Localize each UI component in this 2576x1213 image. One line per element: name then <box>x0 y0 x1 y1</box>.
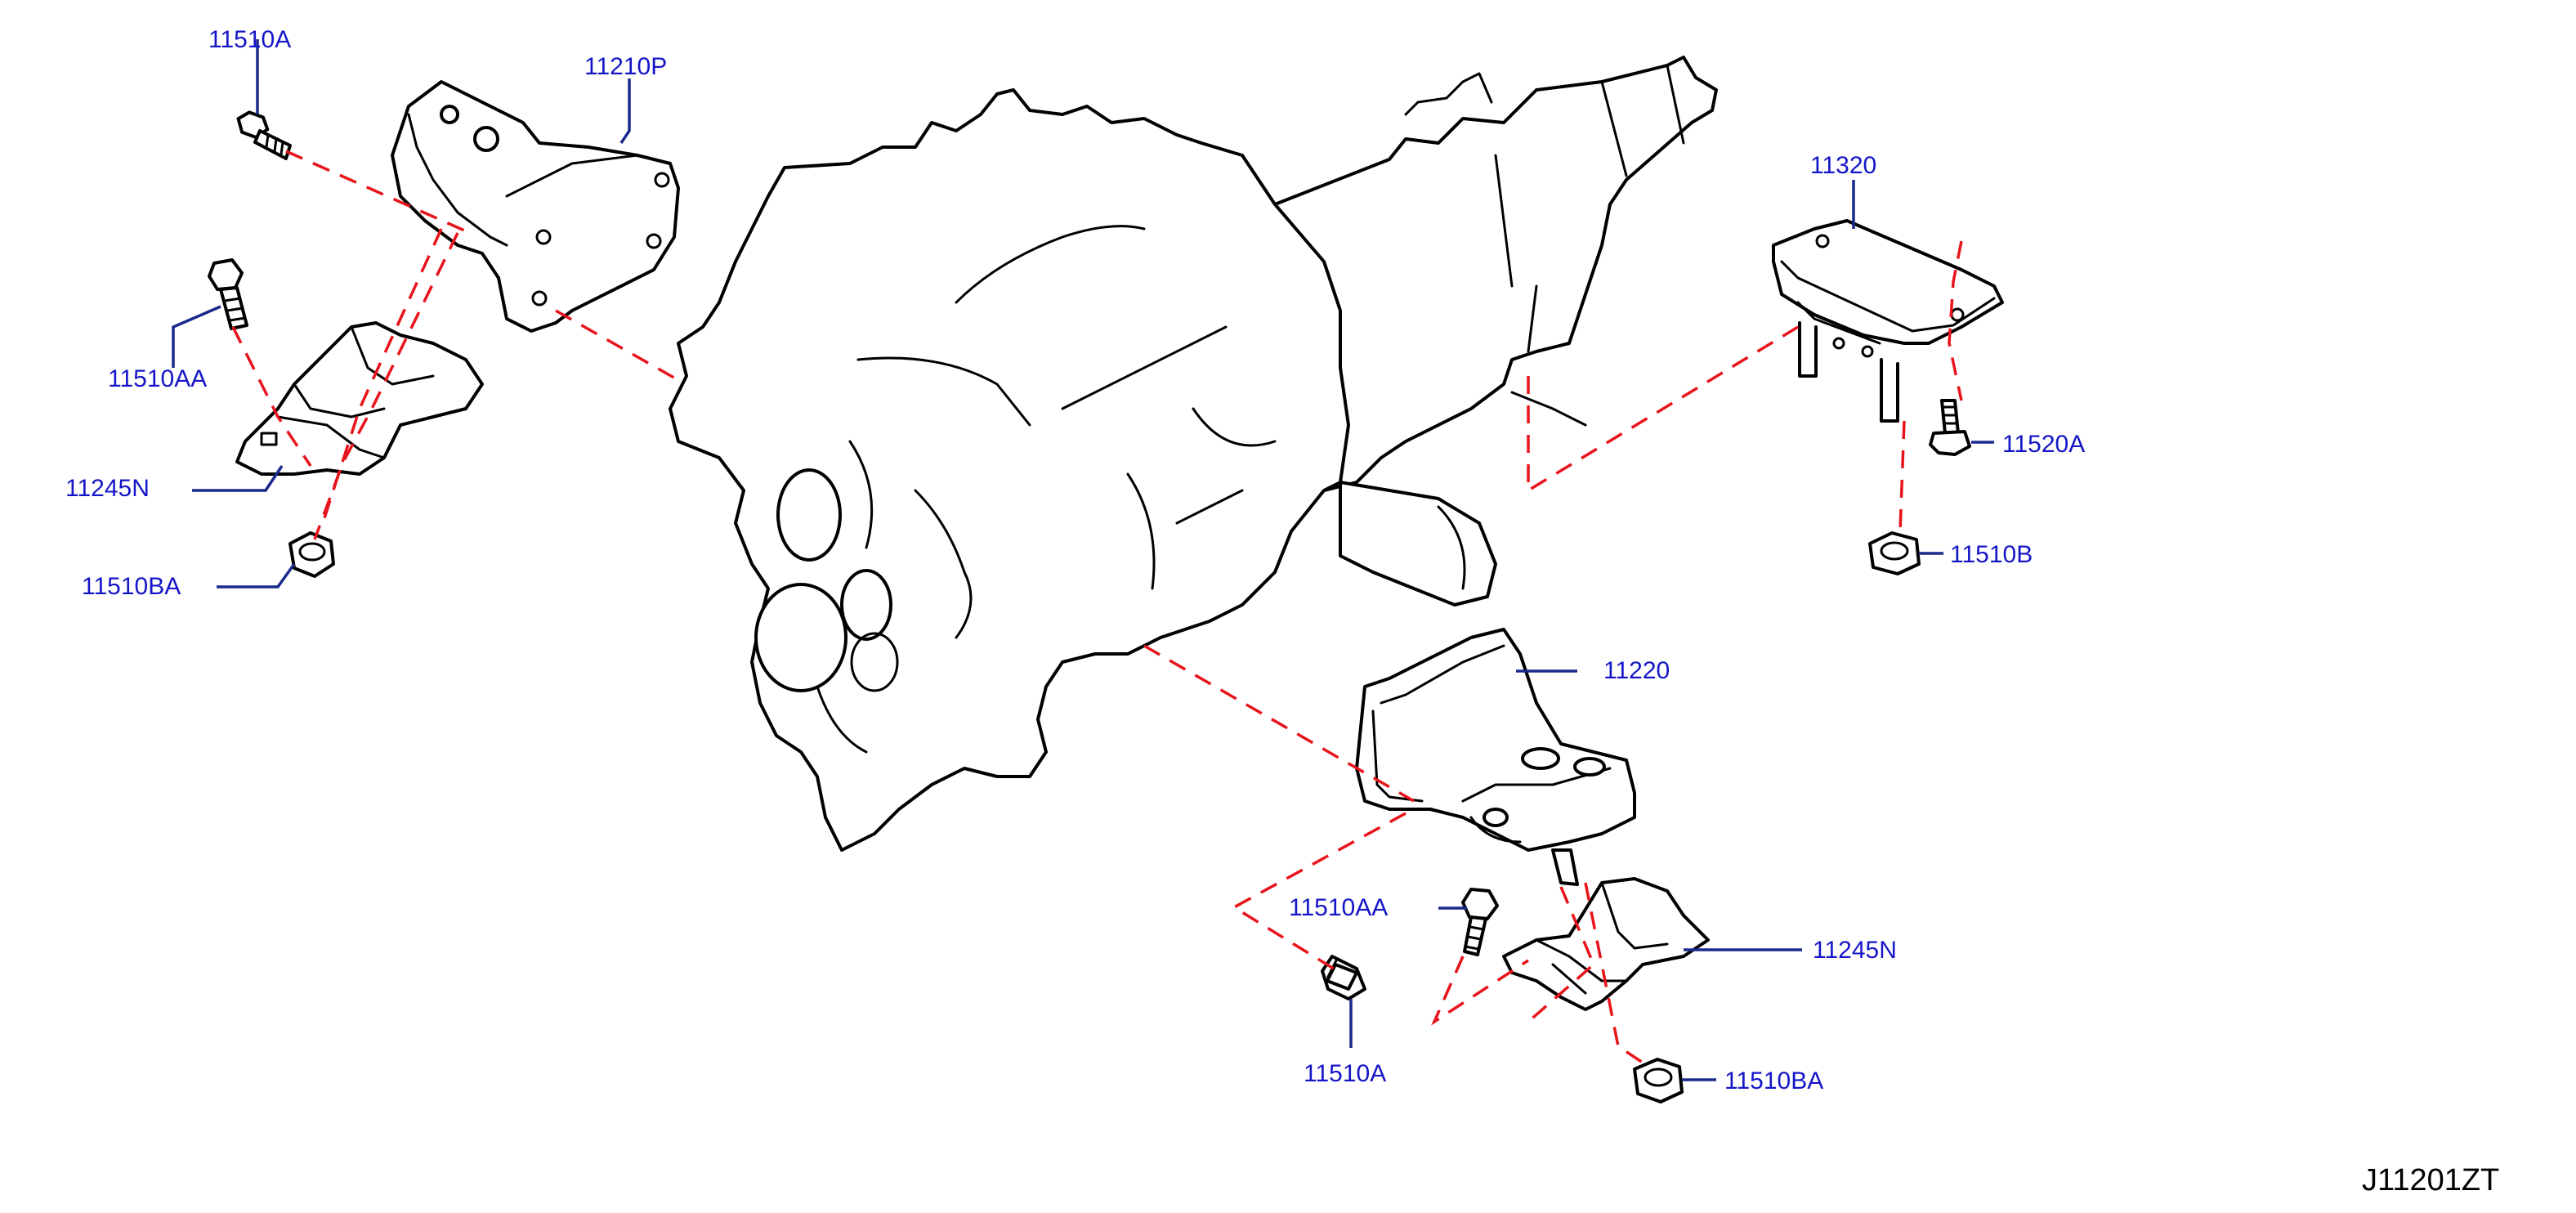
bolt-11510aa-bottom <box>1461 888 1499 956</box>
label-11210p: 11210P <box>584 53 667 80</box>
engine-mount-bracket-11220 <box>1355 628 1636 886</box>
bolt-11510aa-left <box>208 258 248 330</box>
label-11320: 11320 <box>1810 152 1876 179</box>
label-11245n-left: 11245N <box>65 475 150 502</box>
part-labels: 11510A 11210P 11510AA 11245N 11510BA 113… <box>65 26 2085 1094</box>
label-11220: 11220 <box>1603 657 1670 684</box>
engine-mount-insulator-right <box>1502 877 1710 1011</box>
label-11520a: 11520A <box>2002 431 2085 458</box>
bolt-11510a-bottom <box>1321 955 1366 1000</box>
engine-mount-insulator-left <box>235 321 484 476</box>
label-11510ba-bottom: 11510BA <box>1724 1068 1823 1094</box>
engine-transmission-assembly <box>669 56 1718 852</box>
bolt-11520a <box>1929 399 1971 456</box>
label-11510aa-bottom: 11510AA <box>1289 894 1388 921</box>
nut-11510ba-bottom <box>1633 1058 1684 1103</box>
nut-11510ba-left <box>288 531 335 578</box>
rear-engine-mount-11320 <box>1772 219 2004 423</box>
label-11510b: 11510B <box>1950 541 2033 568</box>
label-11245n-right: 11245N <box>1813 937 1897 964</box>
engine-mount-bracket-11210p <box>391 80 680 333</box>
nut-11510b <box>1868 531 1921 575</box>
label-11510aa-left: 11510AA <box>108 365 207 392</box>
diagram-reference-code: J11201ZT <box>2362 1163 2499 1197</box>
label-11510ba-left: 11510BA <box>82 573 181 600</box>
label-11510a-bottom: 11510A <box>1304 1060 1386 1087</box>
label-11510a-top: 11510A <box>208 26 291 53</box>
leader-lines <box>172 39 1994 1081</box>
dashed-reference-lines <box>231 150 1963 1064</box>
bolt-11510a-top <box>236 110 292 160</box>
